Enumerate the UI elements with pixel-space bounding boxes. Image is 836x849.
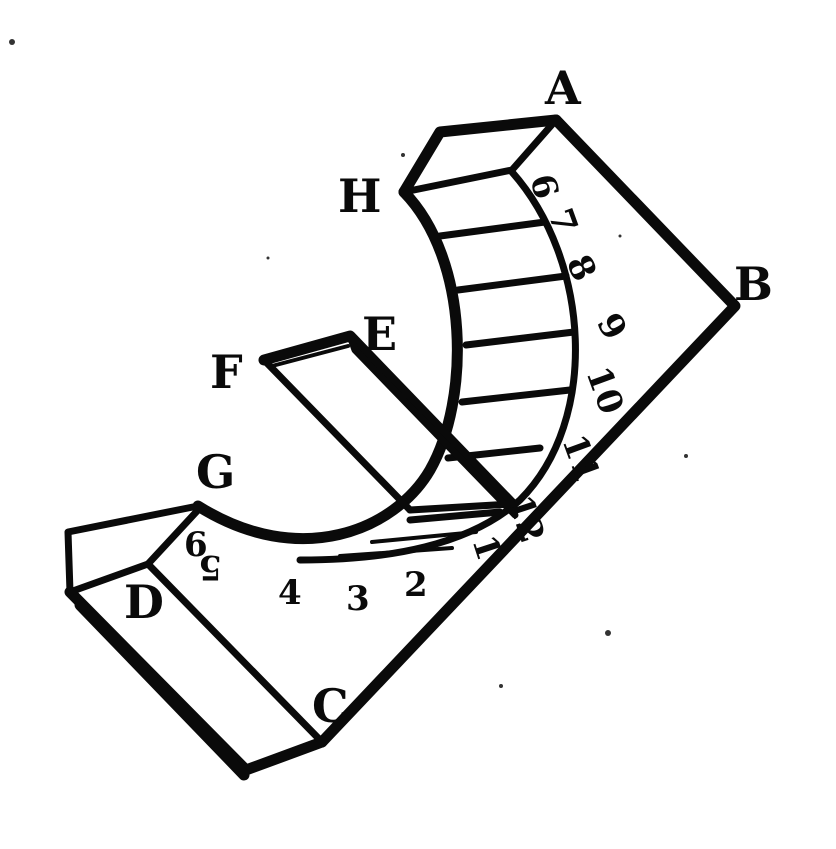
hour-1: 1 (463, 530, 508, 565)
hour-6-bottom: 6 (184, 525, 208, 565)
hour-5: 5 (198, 547, 222, 587)
concave-dial-face (192, 168, 579, 564)
label-h: H (338, 169, 381, 223)
dial-block-outline (64, 114, 741, 781)
print-specks (9, 39, 688, 688)
hour-2: 2 (404, 565, 428, 605)
hour-9: 9 (588, 307, 634, 348)
label-g: G (196, 445, 235, 499)
hour-3: 3 (346, 579, 370, 619)
gnomon (258, 330, 519, 519)
hour-6-top: 6 (521, 170, 566, 203)
hour-10: 10 (578, 361, 632, 419)
label-c: C (312, 679, 349, 733)
label-b: B (734, 257, 773, 311)
label-f: F (210, 345, 243, 399)
hour-4: 4 (278, 573, 302, 613)
label-e: E (362, 307, 397, 361)
label-a: A (544, 61, 582, 115)
label-d: D (124, 575, 164, 629)
point-labels: A B C D E F G H (124, 61, 773, 733)
hour-7: 7 (540, 203, 586, 239)
